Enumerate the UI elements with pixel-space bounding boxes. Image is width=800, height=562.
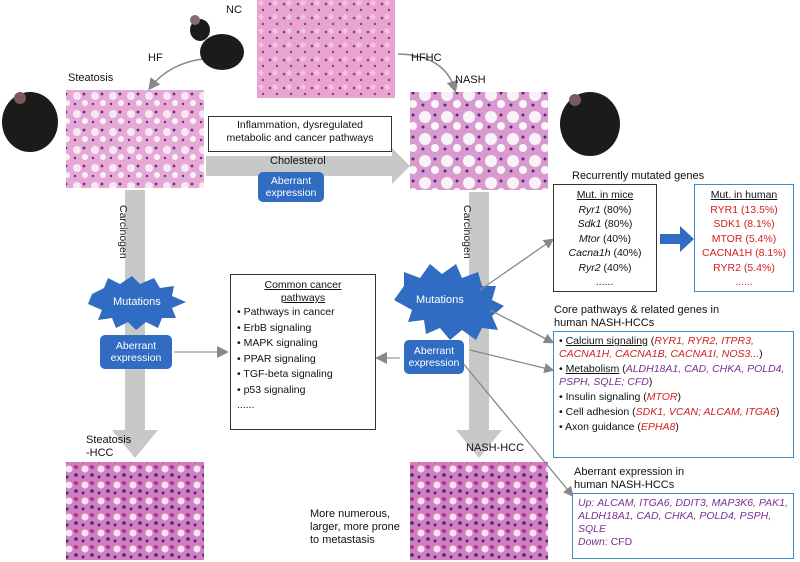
core-pathways-box: • Calcium signaling (RYR1, RYR2, ITPR3, … [553, 331, 794, 458]
aberrant-expression-top: Aberrant expression [258, 172, 324, 202]
mice-gene-item: Cacna1h (40%) [568, 247, 642, 259]
human-mutations-box: Mut. in human RYR1 (13.5%) SDK1 (8.1%) MTO… [694, 184, 794, 292]
label-steatosis-hcc: Steatosis-HCC [86, 434, 132, 459]
inflammation-box: Inflammation, dysregulated metabolic and… [208, 116, 392, 152]
mice-gene-item: ...... [596, 276, 614, 288]
core-pathway-item: • Metabolism (ALDH18A1, CAD, CHKA, POLD4… [559, 363, 785, 388]
label-hfhc: HFHC [411, 52, 442, 64]
common-pathway-item: ...... [237, 399, 255, 411]
common-pathway-item: • ErbB signaling [237, 321, 312, 334]
histology-nash [410, 92, 548, 190]
human-gene-item: CACNA1H (8.1%) [701, 247, 787, 259]
common-pathway-item: • p53 signaling [237, 383, 306, 396]
label-mutations-right: Mutations [416, 294, 464, 306]
mice-gene-item: Ryr2 (40%) [578, 261, 632, 274]
core-pathway-item: • Axon guidance (EPHA8) [559, 421, 679, 433]
label-nc: NC [226, 4, 242, 16]
human-gene-item: SDK1 (8.1%) [713, 218, 775, 230]
mice-list: Ryr1 (80%) Sdk1 (80%) Mtor (40%) Cacna1h (4… [558, 203, 652, 290]
common-pathway-item: • TGF-beta signaling [237, 368, 333, 380]
label-carcinogen-left: Carcinogen [117, 205, 129, 259]
human-list: RYR1 (13.5%) SDK1 (8.1%) MTOR (5.4%) CACNA1… [699, 203, 789, 290]
cholesterol-arrow [206, 148, 410, 184]
core-pathway-item: • Insulin signaling (MTOR) [559, 391, 681, 403]
histology-steatosis-hcc [66, 462, 204, 560]
label-steatosis: Steatosis [68, 72, 114, 84]
human-gene-item: RYR1 (13.5%) [710, 203, 778, 216]
mice-gene-item: Ryr1 (80%) [578, 203, 632, 216]
aberrant-down: Down: CFD [578, 536, 633, 548]
label-hf: HF [148, 52, 163, 64]
label-nash: NASH [455, 74, 486, 86]
aberrant-expression-right: Aberrant expression [404, 340, 464, 374]
mutations-burst-left [88, 276, 186, 330]
mice-title: Mut. in mice [576, 189, 634, 201]
label-recurrent: Recurrently mutated genes [572, 170, 705, 182]
label-nash-hcc: NASH-HCC [466, 442, 525, 454]
aberrant-expression-left: Aberrant expression [100, 335, 172, 369]
label-mutations-left: Mutations [113, 296, 161, 308]
mice-mutations-box: Mut. in mice Ryr1 (80%) Sdk1 (80%) Mtor (4… [553, 184, 657, 292]
mouse-icon-hfhc [560, 92, 620, 156]
human-title: Mut. in human [710, 189, 778, 201]
human-gene-item: MTOR (5.4%) [711, 232, 777, 245]
histology-nash-hcc [410, 462, 548, 560]
mice-gene-item: Mtor (40%) [579, 232, 631, 245]
mouse-icon-nc [190, 15, 244, 70]
common-pathway-item: • Pathways in cancer [237, 306, 335, 318]
histology-nc [257, 0, 395, 98]
mice-gene-item: Sdk1 (80%) [577, 218, 633, 230]
core-pathway-item: • Calcium signaling (RYR1, RYR2, ITPR3, … [559, 335, 763, 360]
mouse-icon-hf [2, 92, 58, 152]
human-gene-item: ...... [735, 276, 753, 288]
mice-to-human-arrow [660, 226, 694, 252]
aberrant-up: Up: ALCAM, ITGA6, DDIT3, MAP3K6, PAK1, A… [578, 497, 788, 535]
aberrant-human-box: Up: ALCAM, ITGA6, DDIT3, MAP3K6, PAK1, A… [572, 493, 794, 559]
histology-steatosis [66, 90, 204, 188]
core-pathway-item: • Cell adhesion (SDK1, VCAN; ALCAM, ITGA… [559, 406, 780, 418]
human-gene-item: RYR2 (5.4%) [713, 261, 775, 274]
label-cholesterol: Cholesterol [270, 155, 326, 167]
label-carcinogen-right: Carcinogen [461, 205, 473, 259]
core-pathways-list: • Calcium signaling (RYR1, RYR2, ITPR3, … [559, 335, 788, 434]
common-pathway-item: • MAPK signaling [237, 337, 318, 349]
mutations-burst-right [394, 264, 504, 340]
common-pathways-list: • Pathways in cancer • ErbB signaling • MA… [237, 305, 369, 414]
common-pathway-item: • PPAR signaling [237, 352, 316, 365]
